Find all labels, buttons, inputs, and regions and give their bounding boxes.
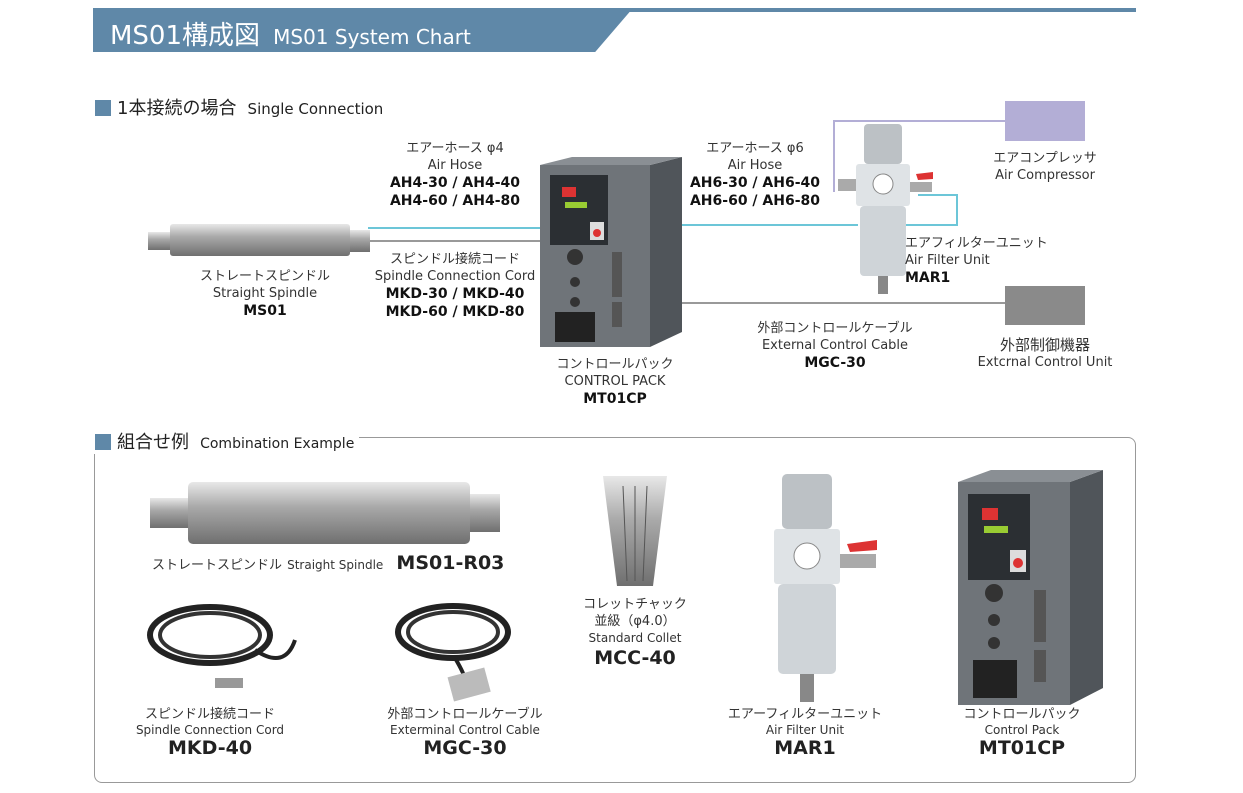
external-cable-label: 外部コントロールケーブル External Control Cable MGC-… <box>740 320 930 372</box>
label-jp: エアコンプレッサ <box>993 151 1097 166</box>
filter-outlet-line <box>918 194 958 196</box>
page-title: MS01構成図 MS01 System Chart <box>110 15 471 52</box>
spindle-cord-line <box>368 240 546 242</box>
title-jp: MS01構成図 <box>110 21 261 51</box>
combination-heading: 組合せ例 Combination Example <box>90 428 360 454</box>
combo-filter-image <box>774 474 877 702</box>
combo-spindle-image <box>150 482 500 544</box>
label-jp: エアフィルターユニット <box>905 236 1048 251</box>
combination-box <box>94 437 1136 783</box>
label-jp: コントロールパック <box>556 357 674 372</box>
label-jp: 外部コントロールケーブル <box>387 707 543 722</box>
label-en: Air Filter Unit <box>765 723 845 737</box>
label-jp: 外部制御機器 <box>999 336 1090 354</box>
spindle-label: ストレートスピンドル Straight Spindle MS01 <box>180 268 350 320</box>
label-jp: ストレートスピンドル <box>152 558 283 573</box>
label-jp: コレットチャック <box>583 597 687 612</box>
label-models-2: MKD-60 / MKD-80 <box>385 304 525 320</box>
label-model: MS01 <box>243 303 287 319</box>
label-model: MAR1 <box>905 270 951 286</box>
combo-filter-label: エアーフィルターユニット Air Filter Unit MAR1 <box>715 706 895 759</box>
label-en: Standard Collet <box>588 631 682 645</box>
collet-image <box>603 476 667 586</box>
label-en: Straight Spindle <box>212 286 318 301</box>
combo-spindle-label: ストレートスピンドル Straight Spindle MS01-R03 <box>152 552 504 574</box>
heading-square-icon <box>95 434 111 450</box>
label-jp: スピンドル接続コード <box>144 707 275 722</box>
combo-control-pack-image <box>958 470 1103 705</box>
label-model: MT01CP <box>583 391 647 407</box>
spindle-cord-label: スピンドル接続コード Spindle Connection Cord MKD-3… <box>365 251 545 321</box>
label-models-2: AH4-60 / AH4-80 <box>389 193 521 209</box>
external-unit-label: 外部制御機器 Extcrnal Control Unit <box>965 337 1125 371</box>
heading-en: Single Connection <box>247 100 384 118</box>
control-pack-label: コントロールパック CONTROL PACK MT01CP <box>535 356 695 408</box>
heading-en: Combination Example <box>200 436 355 452</box>
heading-jp: 組合せ例 <box>117 432 189 453</box>
external-control-unit-box <box>1005 286 1085 325</box>
spindle-cord-image <box>147 604 297 688</box>
label-jp-2: 並級（φ4.0） <box>594 614 676 629</box>
combo-control-pack-label: コントロールパック Control Pack MT01CP <box>942 706 1102 759</box>
label-en: Air Compressor <box>995 168 1095 183</box>
straight-spindle-image <box>148 224 370 256</box>
combo-cord-label: スピンドル接続コード Spindle Connection Cord MKD-4… <box>120 706 300 759</box>
label-jp: スピンドル接続コード <box>389 252 520 267</box>
label-en: Spindle Connection Cord <box>135 723 285 737</box>
label-jp: エアーホース φ6 <box>706 141 804 156</box>
label-model: MAR1 <box>774 737 836 759</box>
control-pack-image <box>540 157 682 347</box>
label-model: MCC-40 <box>594 647 676 669</box>
label-jp: コントロールパック <box>963 707 1081 722</box>
label-en: Air Hose <box>727 158 783 173</box>
single-heading: 1本接続の場合 Single Connection <box>95 94 383 120</box>
compressor-line-v <box>833 120 835 192</box>
label-jp: エアーフィルターユニット <box>727 707 883 722</box>
label-model: MGC-30 <box>804 355 866 371</box>
label-jp: 外部コントロールケーブル <box>757 321 913 336</box>
label-models-1: AH4-30 / AH4-40 <box>389 175 521 191</box>
label-en: Exterminal Control Cable <box>390 723 540 737</box>
air-filter-label: エアフィルターユニット Air Filter Unit MAR1 <box>905 235 1085 287</box>
collet-label: コレットチャック 並級（φ4.0） Standard Collet MCC-40 <box>560 596 710 669</box>
label-en: Spindle Connection Cord <box>374 269 536 284</box>
label-model: MT01CP <box>978 737 1066 759</box>
label-jp: エアーホース φ4 <box>406 141 504 156</box>
header-bar <box>93 8 633 52</box>
label-en: Control Pack <box>984 723 1060 737</box>
label-en: CONTROL PACK <box>564 374 666 389</box>
heading-square-icon <box>95 100 111 116</box>
air-hose-4-label: エアーホース φ4 Air Hose AH4-30 / AH4-40 AH4-6… <box>375 140 535 210</box>
label-model: MGC-30 <box>423 737 507 759</box>
label-en: Extcrnal Control Unit <box>977 355 1113 370</box>
external-cable-image <box>395 603 511 702</box>
air-compressor-box <box>1005 101 1085 141</box>
air-hose-6-label: エアーホース φ6 Air Hose AH6-30 / AH6-40 AH6-6… <box>675 140 835 210</box>
external-cable-line <box>678 302 1008 304</box>
label-en: External Control Cable <box>761 338 909 353</box>
filter-outlet-line-h <box>880 224 958 226</box>
label-model: MS01-R03 <box>396 552 505 574</box>
label-en: Air Filter Unit <box>905 253 990 268</box>
label-models-1: AH6-30 / AH6-40 <box>689 175 821 191</box>
filter-outlet-line-v <box>956 194 958 226</box>
label-model: MKD-40 <box>167 737 253 759</box>
label-models-2: AH6-60 / AH6-80 <box>689 193 821 209</box>
air-compressor-label: エアコンプレッサ Air Compressor <box>970 150 1120 184</box>
combo-cable-label: 外部コントロールケーブル Exterminal Control Cable MG… <box>365 706 565 759</box>
air-hose-6-line <box>678 224 858 226</box>
compressor-line <box>833 120 1008 122</box>
label-models-1: MKD-30 / MKD-40 <box>385 286 525 302</box>
title-en: MS01 System Chart <box>273 25 471 49</box>
air-hose-4-line <box>368 227 546 229</box>
air-filter-image <box>838 124 933 294</box>
label-jp: ストレートスピンドル <box>199 269 330 284</box>
label-en: Air Hose <box>427 158 483 173</box>
heading-jp: 1本接続の場合 <box>117 98 237 119</box>
label-en: Straight Spindle <box>287 558 384 572</box>
